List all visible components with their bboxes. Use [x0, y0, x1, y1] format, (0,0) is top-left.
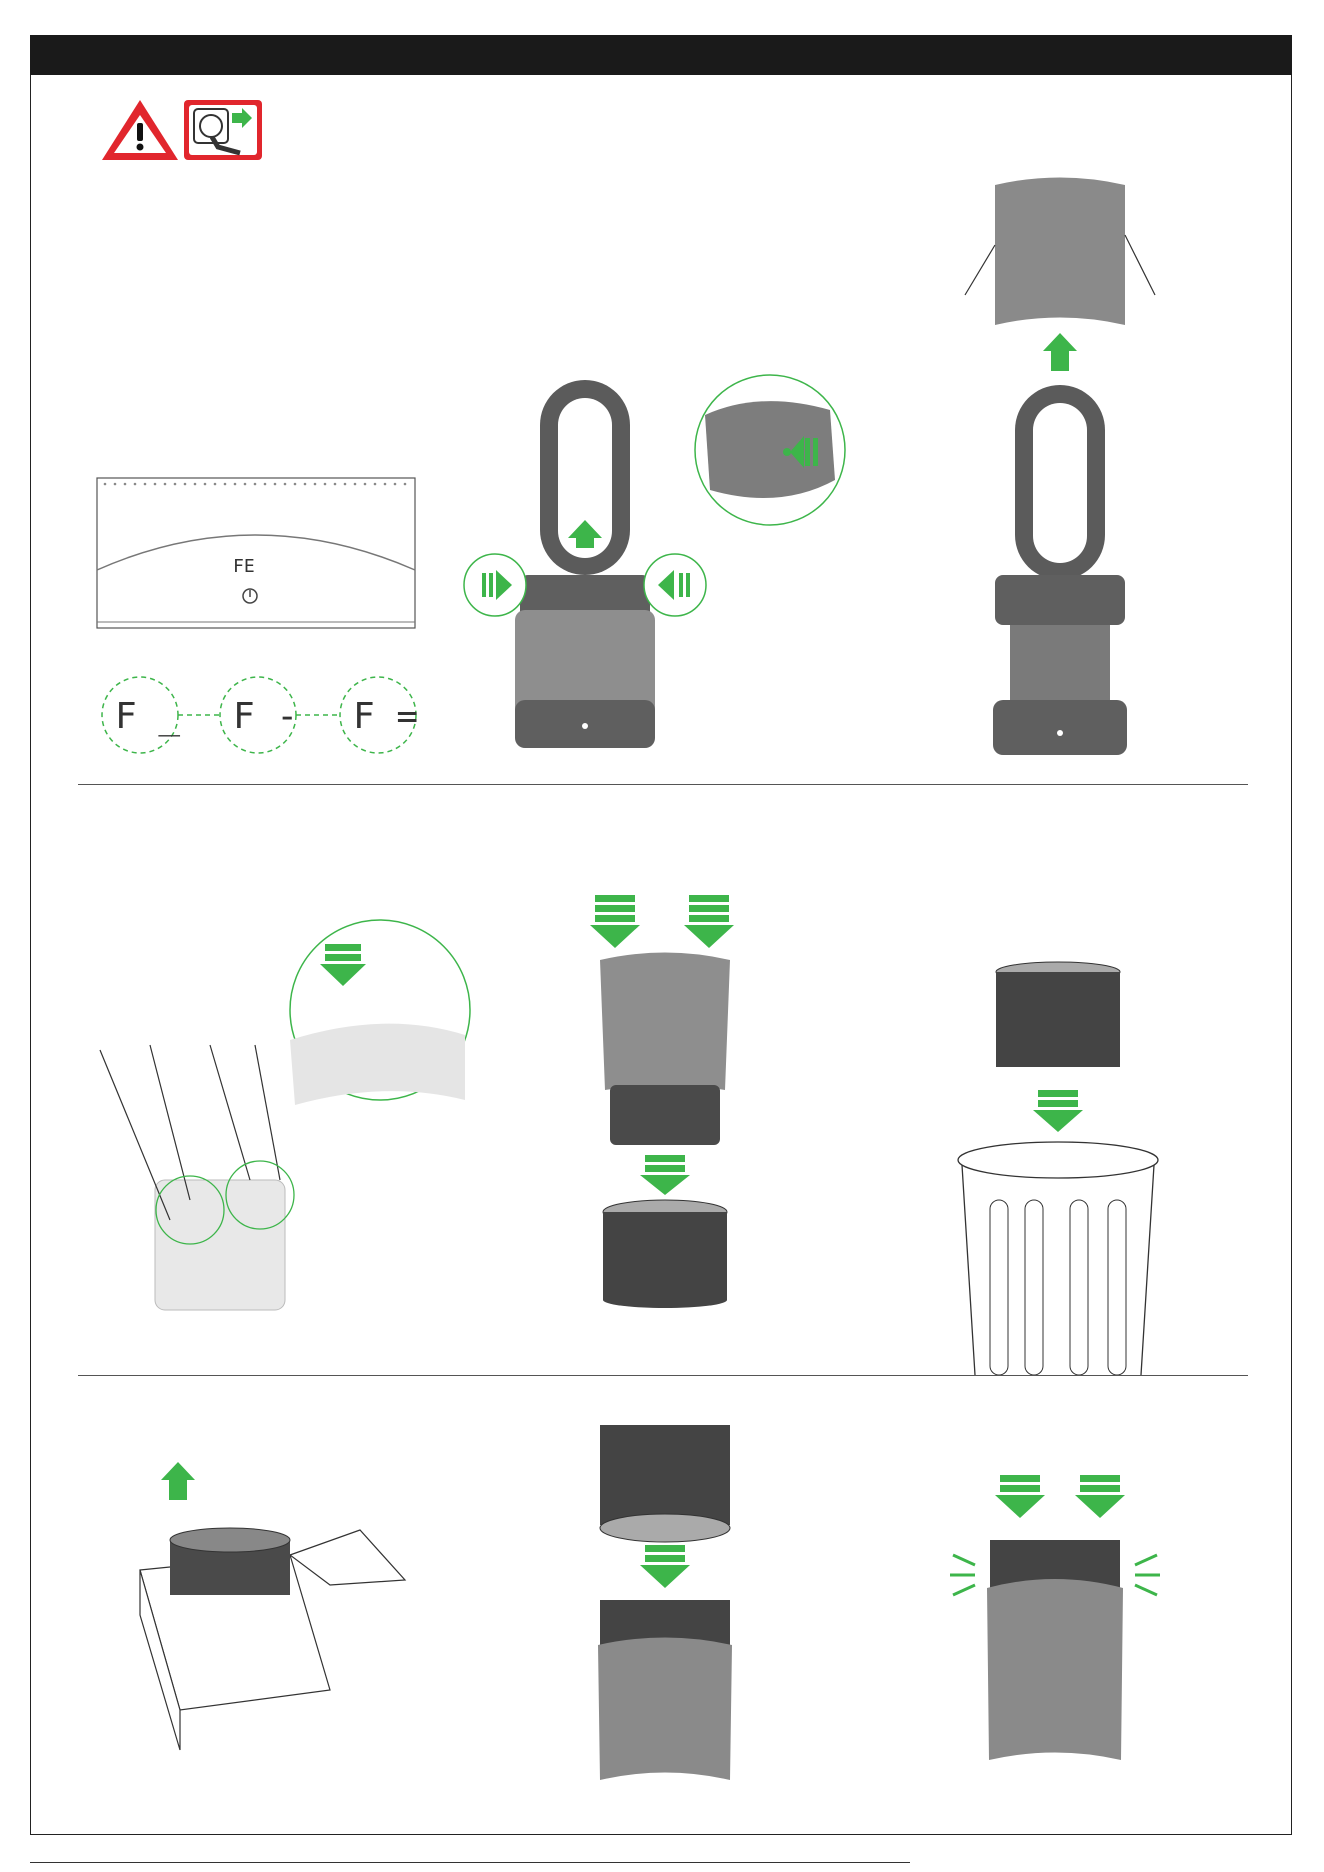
arrow-up-icon: [1043, 333, 1077, 371]
tab-zoom: [290, 920, 470, 1105]
purifier-base-illustration: [993, 385, 1127, 755]
assembled-filter-cover: [987, 1540, 1123, 1760]
warning-triangle-icon: [102, 100, 178, 160]
code-sequence: F _ F - F =: [102, 677, 418, 753]
purifier-fan-illustration: [515, 380, 655, 748]
panel-lift-top: [935, 175, 1185, 765]
section-divider-1: [78, 784, 1248, 785]
code-step-2: F -: [233, 696, 298, 737]
box-illustration: [140, 1528, 405, 1750]
arrow-down-icon: [684, 895, 734, 948]
section-divider-2: [78, 1375, 1248, 1376]
panel-unbox-filter: [130, 1460, 420, 1760]
arrow-down-icon: [640, 1155, 690, 1195]
panel-release-tabs: [95, 900, 475, 1320]
new-filter: [600, 1425, 730, 1542]
code-step-1: F _: [115, 696, 180, 737]
arrow-down-icon: [590, 895, 640, 948]
arrow-down-icon: [640, 1545, 690, 1588]
panel-display-reset: FE F _ F - F =: [95, 470, 425, 760]
safety-warnings: [100, 95, 280, 165]
panel-insert-filter: [590, 1420, 740, 1790]
panel-remove-filter: [585, 890, 745, 1310]
header-bar: [30, 35, 1292, 75]
panel-release-buttons: [460, 370, 870, 760]
footer-rule: [30, 1862, 910, 1863]
panel-dispose-filter: [950, 960, 1165, 1375]
filter-illustration: [996, 962, 1120, 1067]
cover-with-hands: [100, 1045, 294, 1310]
top-cover-lift: [965, 178, 1155, 372]
old-filter: [603, 1200, 727, 1308]
arrow-down-icon: [995, 1475, 1045, 1518]
unplug-socket-icon: [184, 100, 262, 160]
code-step-3: F =: [353, 696, 418, 737]
panel-click-into-place: [945, 1470, 1165, 1770]
arrow-down-icon: [1033, 1090, 1083, 1132]
cover-over-filter: [600, 953, 730, 1146]
press-right-button-icon: [644, 554, 706, 616]
bin-icon: [958, 1142, 1158, 1375]
arrow-up-icon: [161, 1462, 195, 1500]
release-button-zoom: [695, 375, 845, 525]
cover-with-filter: [598, 1600, 732, 1780]
arrow-down-icon: [1075, 1475, 1125, 1518]
base-unit-illustration: FE: [97, 478, 415, 628]
press-left-button-icon: [464, 554, 526, 616]
screen-code: FE: [233, 556, 255, 577]
